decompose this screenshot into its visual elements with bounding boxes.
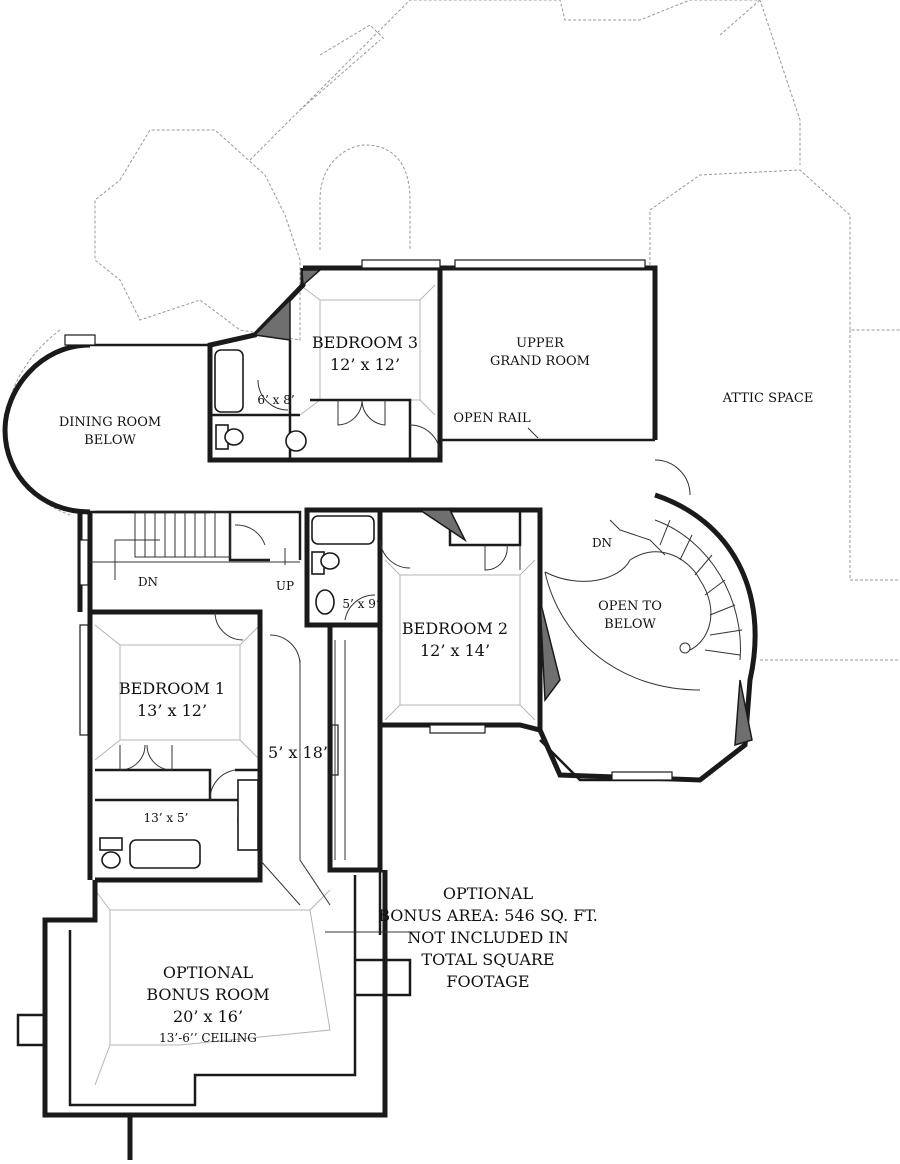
bonus-room-size: 20’ x 16’ [173,1007,243,1026]
lower-bath-size: 13’ x 5’ [144,811,189,825]
bonus-note-line-4: TOTAL SQUARE [421,950,554,969]
straight-staircase [90,511,300,580]
walls [2,265,758,1160]
ceiling-lines [94,284,536,1086]
solid-walls [253,269,753,747]
bath-fixtures [99,349,375,869]
dining-room-label-2: BELOW [84,433,136,448]
bonus-note-line-5: FOOTAGE [446,972,529,991]
stair-dn-left-label: DN [138,575,158,589]
stair-dn-right-label: DN [592,536,612,550]
open-to-below-label-1: OPEN TO [598,599,662,614]
bedroom1-name: BEDROOM 1 [119,679,225,698]
middle-bath-size: 5’ x 9’ [342,597,379,611]
bonus-room-label-2: BONUS ROOM [146,985,269,1004]
bedroom3-name: BEDROOM 3 [312,333,418,352]
bonus-note-line-3: NOT INCLUDED IN [407,928,568,947]
roof-outline-lower-level [4,0,900,661]
bonus-note-line-2: BONUS AREA: 546 SQ. FT. [378,906,598,925]
open-to-below-label-2: BELOW [604,617,656,632]
bonus-note-line-1: OPTIONAL [443,884,534,903]
hall-size: 5’ x 18’ [268,743,328,762]
bonus-room-ceiling: 13’-6’’ CEILING [159,1031,257,1045]
bedroom2-name: BEDROOM 2 [402,619,508,638]
upper-grand-room-label-2: GRAND ROOM [490,354,590,369]
curved-staircase [544,519,743,691]
stair-up-label: UP [276,579,294,593]
bonus-room-label-1: OPTIONAL [163,963,254,982]
open-rail-label: OPEN RAIL [453,411,531,426]
open-rail-leader [527,427,539,439]
hall-closet [259,640,346,906]
bedroom2-size: 12’ x 14’ [420,641,490,660]
door-swings [119,379,691,801]
bedroom3-size: 12’ x 12’ [330,355,400,374]
upper-bath-size: 6’ x 8’ [257,393,294,407]
upper-grand-room-label-1: UPPER [516,336,565,351]
bedroom1-size: 13’ x 12’ [137,701,207,720]
dining-room-label-1: DINING ROOM [59,415,161,430]
attic-space-label: ATTIC SPACE [722,391,814,406]
